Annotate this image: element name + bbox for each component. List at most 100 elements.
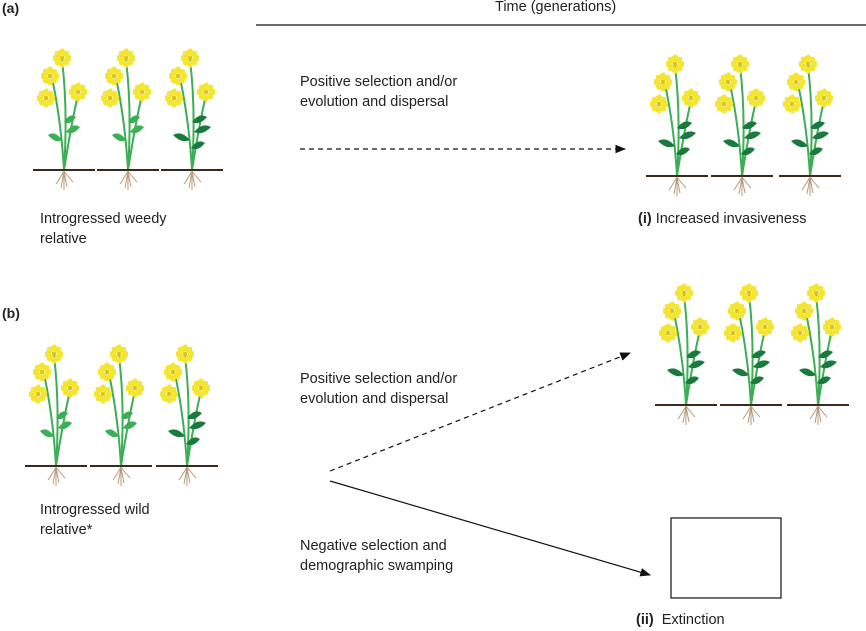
leaf	[686, 350, 701, 359]
flower-cluster	[794, 301, 814, 321]
flower-cluster	[814, 88, 834, 108]
flower-cluster	[746, 88, 766, 108]
stem	[683, 294, 689, 406]
leaf	[818, 350, 833, 359]
flower-cluster	[97, 362, 117, 382]
flower-cluster	[109, 344, 129, 364]
leaf	[817, 376, 831, 385]
flower-cluster	[723, 323, 743, 343]
roots	[733, 176, 752, 196]
plant	[90, 344, 152, 486]
arrow-label-positive-a: Positive selection and/or evolution and …	[300, 72, 457, 112]
flower-cluster	[782, 94, 802, 114]
flower-cluster	[116, 48, 136, 68]
stem	[189, 59, 195, 171]
outcome-numeral-i: (i)	[638, 211, 652, 227]
stem	[43, 373, 57, 467]
arrow-label-negative-b: Negative selection and demographic swamp…	[300, 536, 453, 576]
flower-cluster	[100, 88, 120, 108]
roots	[742, 405, 761, 425]
leaf	[750, 376, 764, 385]
leaf	[66, 125, 80, 134]
stem	[125, 59, 131, 171]
leaf	[809, 147, 823, 156]
leaf	[56, 411, 68, 420]
leaf	[667, 368, 684, 377]
leaf	[121, 411, 133, 420]
roots	[183, 170, 202, 190]
roots	[809, 405, 828, 425]
leaf	[741, 147, 755, 156]
caption-weedy-relative: Introgressed weedy relative	[40, 209, 167, 249]
flower-cluster	[159, 384, 179, 404]
flower-cluster	[68, 82, 88, 102]
flower-cluster	[191, 378, 211, 398]
flower-cluster	[32, 362, 52, 382]
stem	[174, 373, 188, 467]
flower-cluster	[175, 344, 195, 364]
stem	[184, 355, 190, 467]
outcome-numeral-ii: (ii)	[636, 612, 654, 628]
stem	[53, 355, 59, 467]
leaf	[64, 115, 76, 124]
stem	[738, 312, 752, 406]
flower-cluster	[104, 66, 124, 86]
leaf	[658, 139, 675, 148]
stem	[815, 294, 821, 406]
roots	[119, 170, 138, 190]
plant	[156, 344, 218, 487]
outcome-label-ii: (ii) Extinction	[636, 610, 725, 630]
flower-cluster	[649, 94, 669, 114]
flower-cluster	[790, 323, 810, 343]
arrow-label-negative-b-line2: demographic swamping	[300, 558, 454, 574]
flower-cluster	[132, 82, 152, 102]
plant	[655, 283, 717, 425]
arrow-negative-selection-b	[329, 480, 652, 577]
caption-wild-relative-line1: Introgressed wild	[40, 502, 150, 518]
stem	[807, 65, 813, 177]
flower-cluster	[662, 301, 682, 321]
arrow-label-positive-b-line1: Positive selection and/or	[300, 371, 458, 387]
flower-cluster	[93, 384, 113, 404]
leaf	[679, 131, 696, 140]
leaf	[676, 147, 690, 156]
flower-cluster	[665, 54, 685, 74]
plant	[646, 54, 708, 196]
leaf	[753, 360, 770, 369]
flower-cluster	[60, 378, 80, 398]
leaf	[742, 121, 757, 130]
outcome-label-i: (i) Increased invasiveness	[638, 209, 806, 229]
flower-cluster	[658, 323, 678, 343]
leaf	[677, 121, 692, 130]
stem	[664, 83, 678, 177]
flower-cluster	[36, 88, 56, 108]
outcome-text-extinction: Extinction	[661, 612, 725, 628]
flower-cluster	[168, 66, 188, 86]
time-axis-label: Time (generations)	[495, 0, 617, 15]
leaf	[48, 133, 62, 142]
leaf	[105, 429, 119, 438]
leaf	[810, 121, 825, 130]
caption-wild-relative: Introgressed wild relative*	[40, 500, 150, 540]
extinction-empty-box	[670, 517, 782, 599]
leaf	[128, 115, 140, 124]
leaf	[685, 376, 699, 385]
leaf	[168, 429, 185, 438]
leaf	[123, 421, 137, 430]
leaf	[58, 421, 72, 430]
caption-wild-relative-line2: relative*	[40, 522, 93, 538]
roots	[112, 466, 131, 486]
leaf	[751, 350, 766, 359]
stem	[797, 83, 811, 177]
flower-cluster	[806, 283, 826, 303]
leaf	[189, 421, 206, 430]
arrow-label-negative-b-line1: Negative selection and	[300, 538, 447, 554]
plant	[720, 283, 782, 425]
caption-weedy-relative-line1: Introgressed weedy	[40, 211, 167, 227]
leaf	[187, 411, 202, 420]
flower-cluster	[714, 94, 734, 114]
leaf	[723, 139, 740, 148]
arrow-label-positive-b: Positive selection and/or evolution and …	[300, 369, 457, 409]
flower-cluster	[163, 362, 183, 382]
roots	[55, 170, 74, 190]
